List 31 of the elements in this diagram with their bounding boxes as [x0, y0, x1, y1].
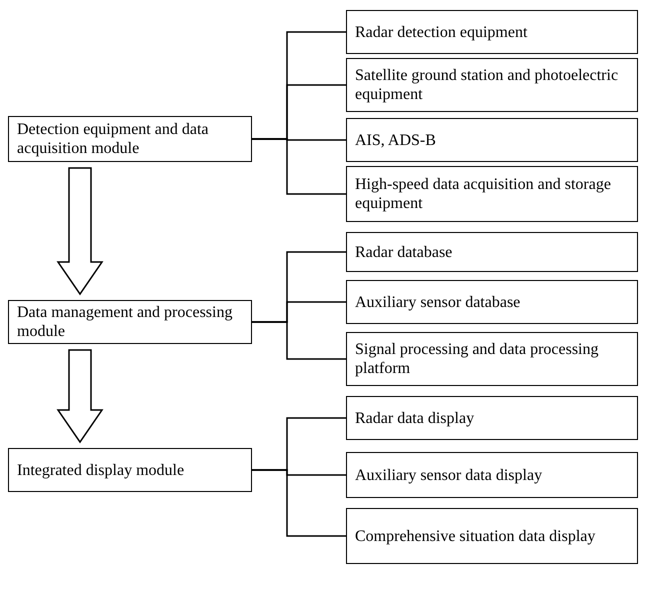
process-box: [346, 232, 638, 272]
process-box: [346, 508, 638, 564]
box-label: Radar detection equipment: [355, 22, 528, 42]
box-label: Signal processing and data processing platform: [355, 340, 600, 378]
connector-line: [252, 469, 346, 537]
hollow-arrow: [56, 349, 104, 444]
connector-line: [252, 321, 346, 360]
connector-line: [252, 138, 346, 195]
process-box: [346, 166, 638, 222]
box-label: Detection equipment and data acquisition module: [17, 120, 210, 158]
process-box: [346, 10, 638, 54]
process-box: [8, 116, 252, 162]
box-label: Integrated display module: [17, 460, 184, 480]
process-box: [346, 58, 638, 112]
process-box: [8, 300, 252, 344]
box-label: High-speed data acquisition and storage equipment: [355, 175, 612, 213]
box-label: Auxiliary sensor database: [355, 292, 520, 312]
box-label: Satellite ground station and photoelectric equipment: [355, 66, 620, 104]
process-box: [346, 396, 638, 440]
box-label: Auxiliary sensor data display: [355, 466, 542, 484]
box-label: Data management and processing module: [17, 303, 234, 341]
box-label: AIS, ADS-B: [355, 130, 436, 150]
process-box: [346, 332, 638, 386]
process-box: [8, 448, 252, 492]
hollow-arrow: [56, 167, 104, 296]
process-box: [346, 280, 638, 324]
box-label: Radar data display: [355, 408, 474, 428]
process-box: [346, 452, 638, 498]
box-label: Comprehensive situation data display: [355, 526, 596, 546]
box-label: Radar database: [355, 242, 452, 262]
process-box: [346, 118, 638, 162]
